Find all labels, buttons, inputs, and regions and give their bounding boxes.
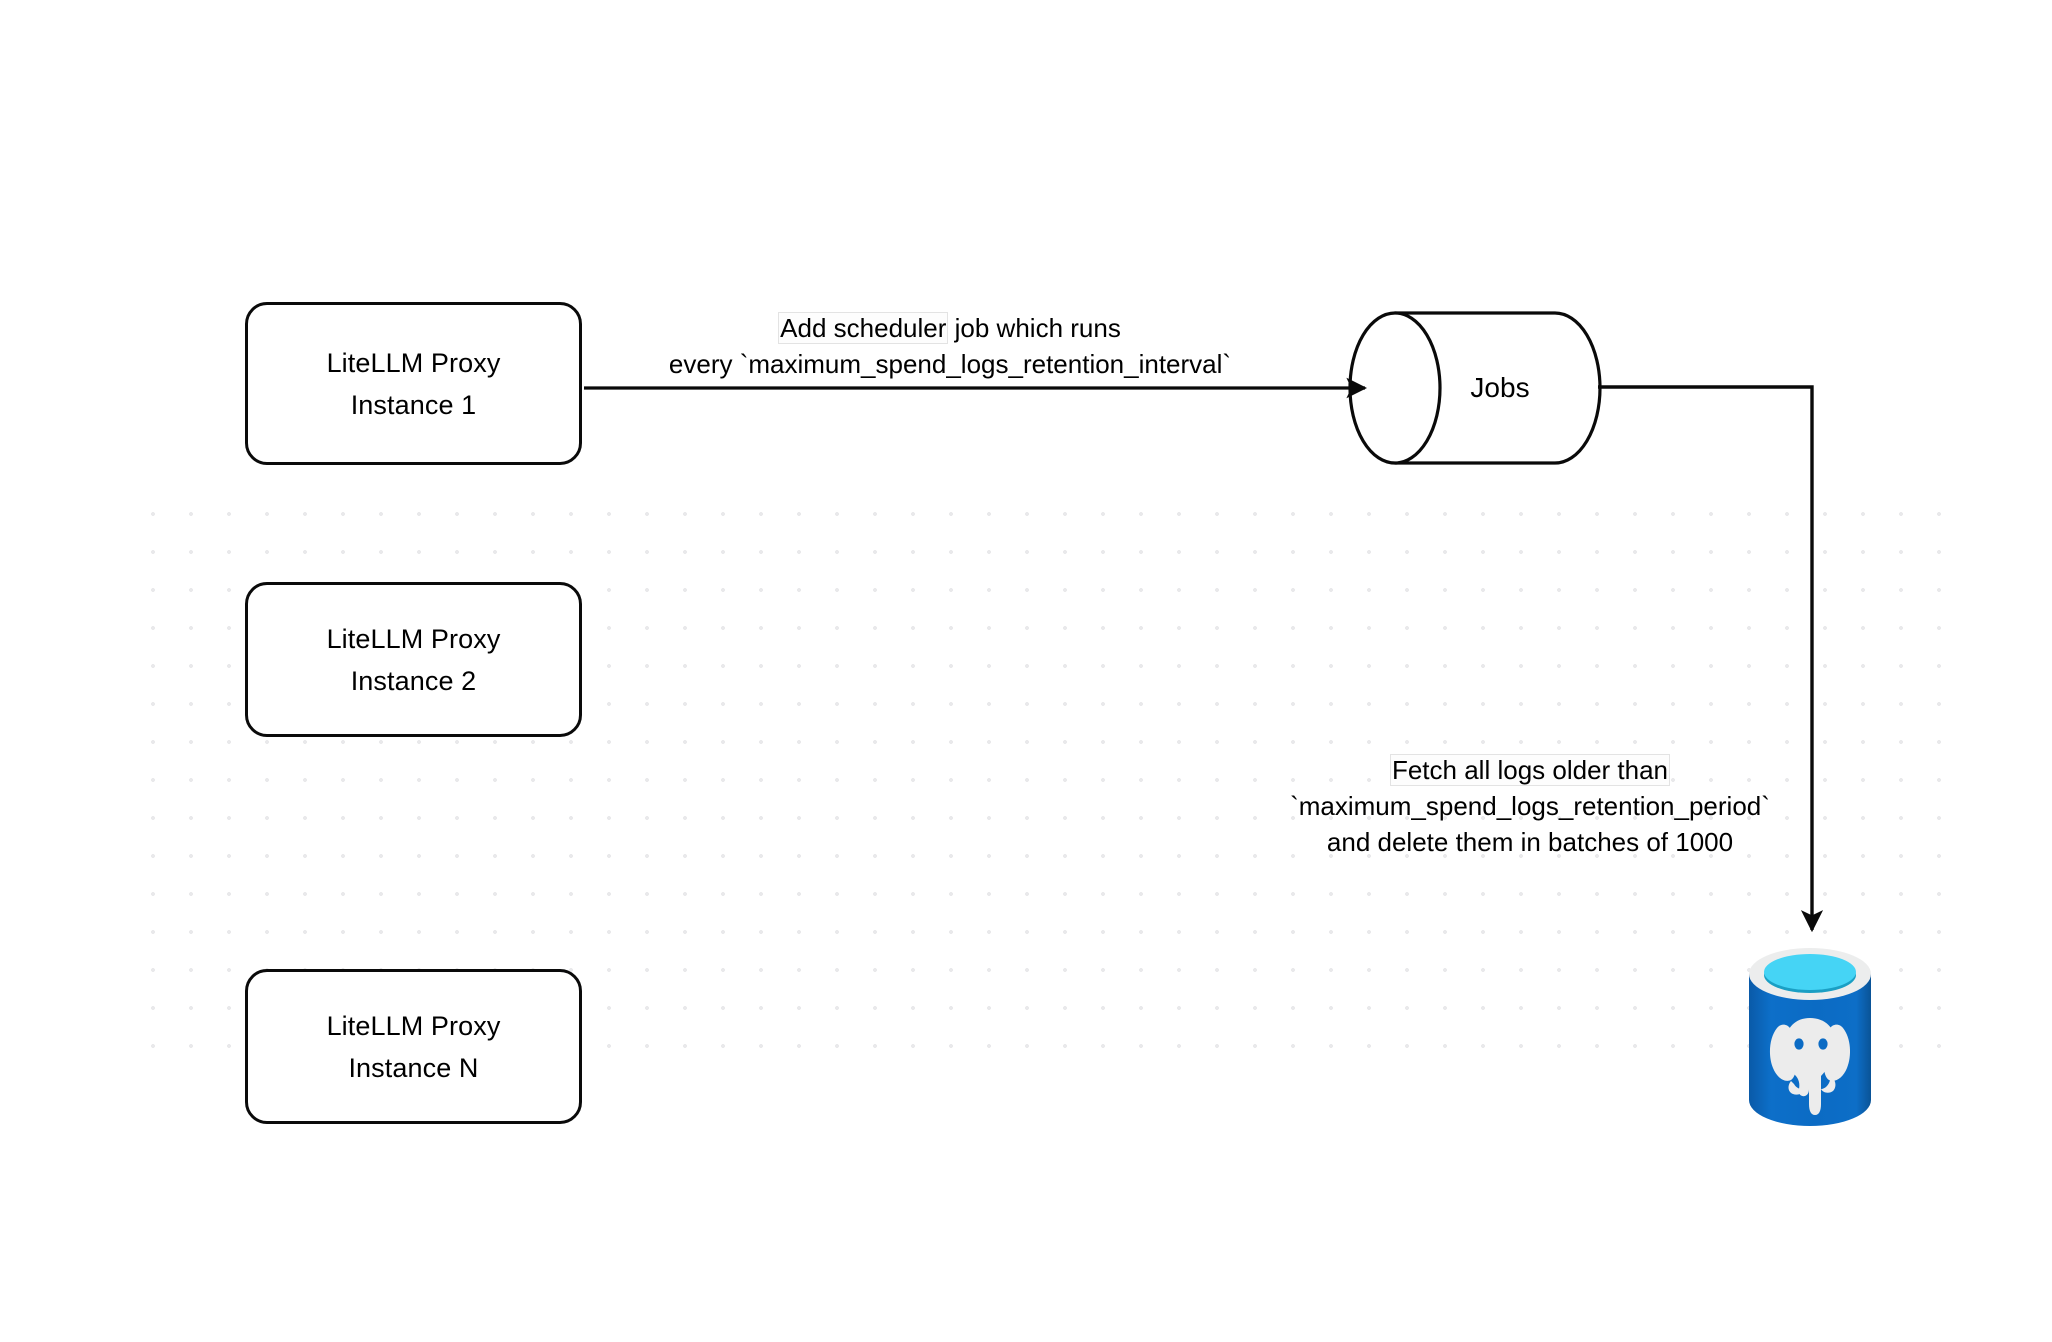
node-litellm-proxy-instance-1[interactable]: LiteLLM Proxy Instance 1 [245,302,582,465]
edge-label-line-2: `maximum_spend_logs_retention_period` [1290,791,1770,821]
node-jobs-label: Jobs [1470,372,1530,403]
edge-label-highlight: Fetch all logs older than [1390,755,1670,785]
edge-label-add-scheduler-job: Add scheduler job which runs every `maxi… [620,310,1280,382]
node-label-line-1: LiteLLM Proxy [326,623,501,654]
node-label-line-2: Instance N [348,1052,479,1083]
node-label-line-2: Instance 2 [350,665,477,696]
node-litellm-proxy-instance-n[interactable]: LiteLLM Proxy Instance N [245,969,582,1124]
postgres-database-icon [1749,948,1871,1126]
edge-label-line-1: Add scheduler job which runs [620,310,1280,346]
node-label-line-1: LiteLLM Proxy [326,1010,501,1041]
node-label-line-2: Instance 1 [350,389,477,420]
edge-label-line-2: every `maximum_spend_logs_retention_inte… [668,349,1232,379]
edge-label-line-1: Fetch all logs older than [1240,752,1820,788]
node-label-line-1: LiteLLM Proxy [326,347,501,378]
node-litellm-proxy-instance-2[interactable]: LiteLLM Proxy Instance 2 [245,582,582,737]
edge-label-highlight: Add scheduler [779,313,948,343]
edge-label-fetch-and-delete-logs: Fetch all logs older than `maximum_spend… [1240,752,1820,860]
edge-label-line-3: and delete them in batches of 1000 [1326,827,1734,857]
edge-label-line-1-rest: job which runs [947,313,1121,343]
